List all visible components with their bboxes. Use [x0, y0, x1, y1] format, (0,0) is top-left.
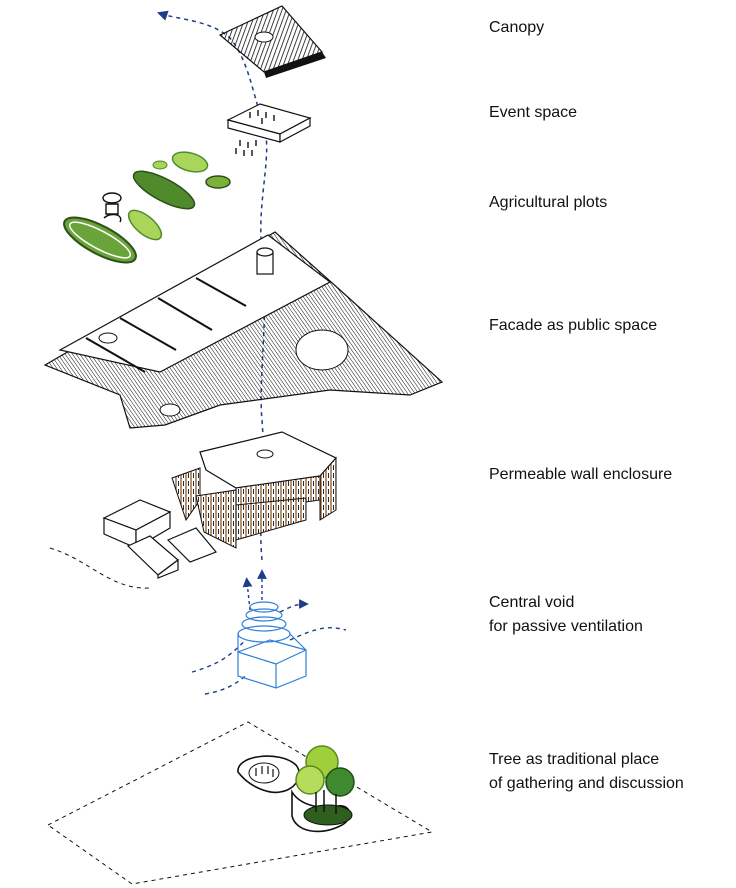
tree-canopy-icon [295, 745, 355, 814]
canopy-layer [218, 5, 326, 78]
event-space-layer [226, 103, 312, 156]
permeable-wall-layer [49, 431, 337, 589]
label-agricultural-plots: Agricultural plots [489, 194, 608, 211]
facade-layer [43, 231, 444, 429]
label-canopy: Canopy [489, 19, 545, 36]
label-facade: Facade as public space [489, 317, 658, 334]
tree-gathering-layer [47, 721, 434, 885]
label-event-space: Event space [489, 104, 578, 121]
label-central-void: Central void for passive ventilation [489, 594, 643, 635]
central-void-layer [191, 569, 347, 695]
agricultural-plots-layer [63, 151, 231, 264]
label-tree-gathering: Tree as traditional place of gathering a… [489, 751, 684, 792]
label-permeable-wall: Permeable wall enclosure [489, 466, 673, 483]
